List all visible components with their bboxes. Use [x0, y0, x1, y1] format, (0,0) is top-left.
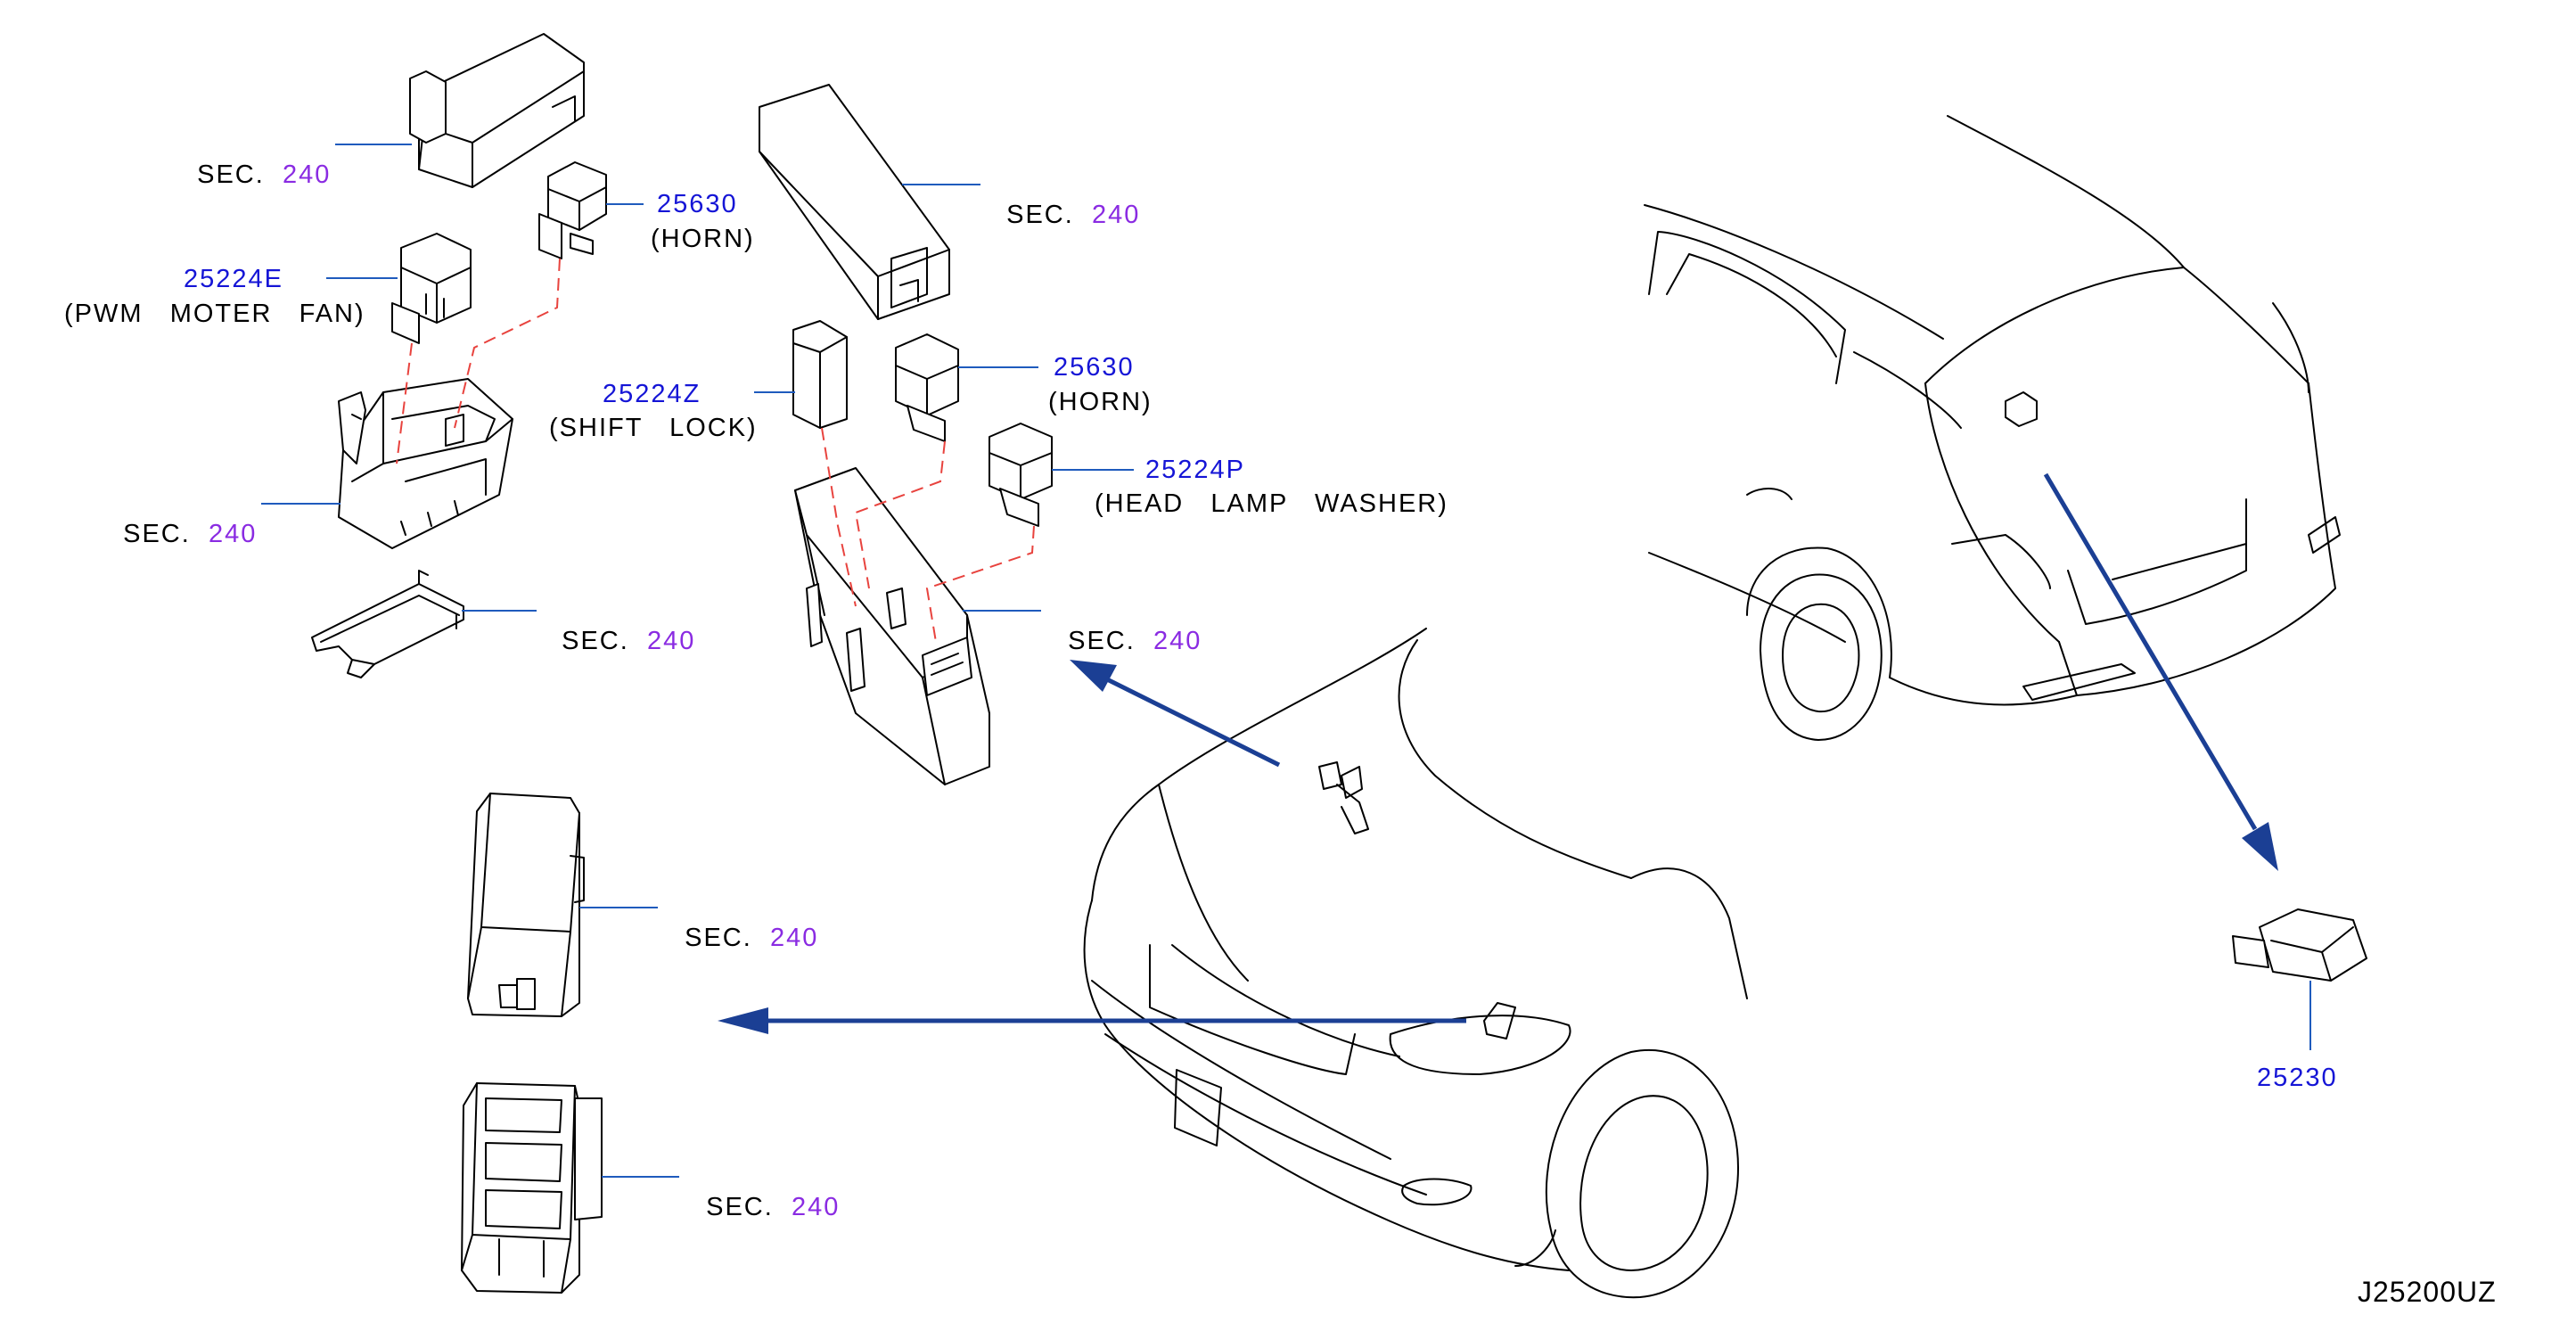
label-sec-fuse-cover: SEC. 240	[1006, 201, 1141, 229]
fuse-box-body-part	[794, 467, 990, 785]
fuse-block-bottom-part	[461, 1082, 603, 1294]
label-sec-top-left: SEC. 240	[179, 129, 331, 190]
relay-box-bottom-part	[467, 793, 585, 1017]
caption-horn-center: (HORN)	[1048, 388, 1153, 416]
dashed-line-25630-left	[454, 258, 561, 429]
label-sec-relay-block: SEC. 240	[123, 520, 258, 548]
diagram-code: J25200UZ	[2358, 1276, 2497, 1308]
caption-pwm-moter-fan: (PWM MOTER FAN)	[64, 300, 365, 328]
fuse-box-cover-part	[759, 84, 950, 320]
front-car-illustration	[1083, 628, 1748, 1299]
relay-25630-center-part	[895, 333, 959, 442]
location-arrows	[718, 472, 2278, 1034]
dashed-line-25224Z	[821, 427, 857, 607]
label-sec-fuse-block-bottom: SEC. 240	[706, 1193, 841, 1221]
relay-25230-part	[2232, 908, 2367, 982]
dashed-line-25224P	[925, 525, 1035, 643]
part-number-25224P: 25224P	[1145, 456, 1245, 484]
part-number-25230: 25230	[2257, 1064, 2338, 1092]
label-sec-bracket: SEC. 240	[562, 627, 696, 655]
relay-25224Z-part	[792, 320, 848, 429]
relay-25630-left-part	[538, 161, 607, 259]
part-number-25224Z: 25224Z	[603, 380, 701, 408]
part-number-25630-center: 25630	[1054, 353, 1135, 382]
caption-head-lamp-washer: (HEAD LAMP WASHER)	[1095, 489, 1448, 518]
caption-horn-left: (HORN)	[651, 225, 755, 253]
label-sec-fuse-box: SEC. 240	[1068, 627, 1202, 655]
dashed-line-25224E	[396, 342, 413, 464]
relay-box-cover-part	[409, 33, 585, 188]
sec-number: 240	[282, 160, 332, 189]
dashed-line-25630-center	[854, 440, 946, 589]
part-number-25630-left: 25630	[657, 190, 738, 218]
part-number-25224E: 25224E	[184, 265, 283, 293]
label-sec-relay-box-bottom: SEC. 240	[685, 924, 819, 952]
bracket-part	[311, 570, 464, 678]
relay-25224P-part	[989, 423, 1053, 527]
rear-car-illustration	[1644, 115, 2341, 741]
caption-shift-lock: (SHIFT LOCK)	[549, 414, 758, 442]
leader-lines	[261, 144, 2311, 1178]
relay-25224E-part	[391, 233, 472, 344]
relay-block-left-part	[338, 378, 513, 549]
sec-prefix: SEC.	[197, 160, 265, 189]
